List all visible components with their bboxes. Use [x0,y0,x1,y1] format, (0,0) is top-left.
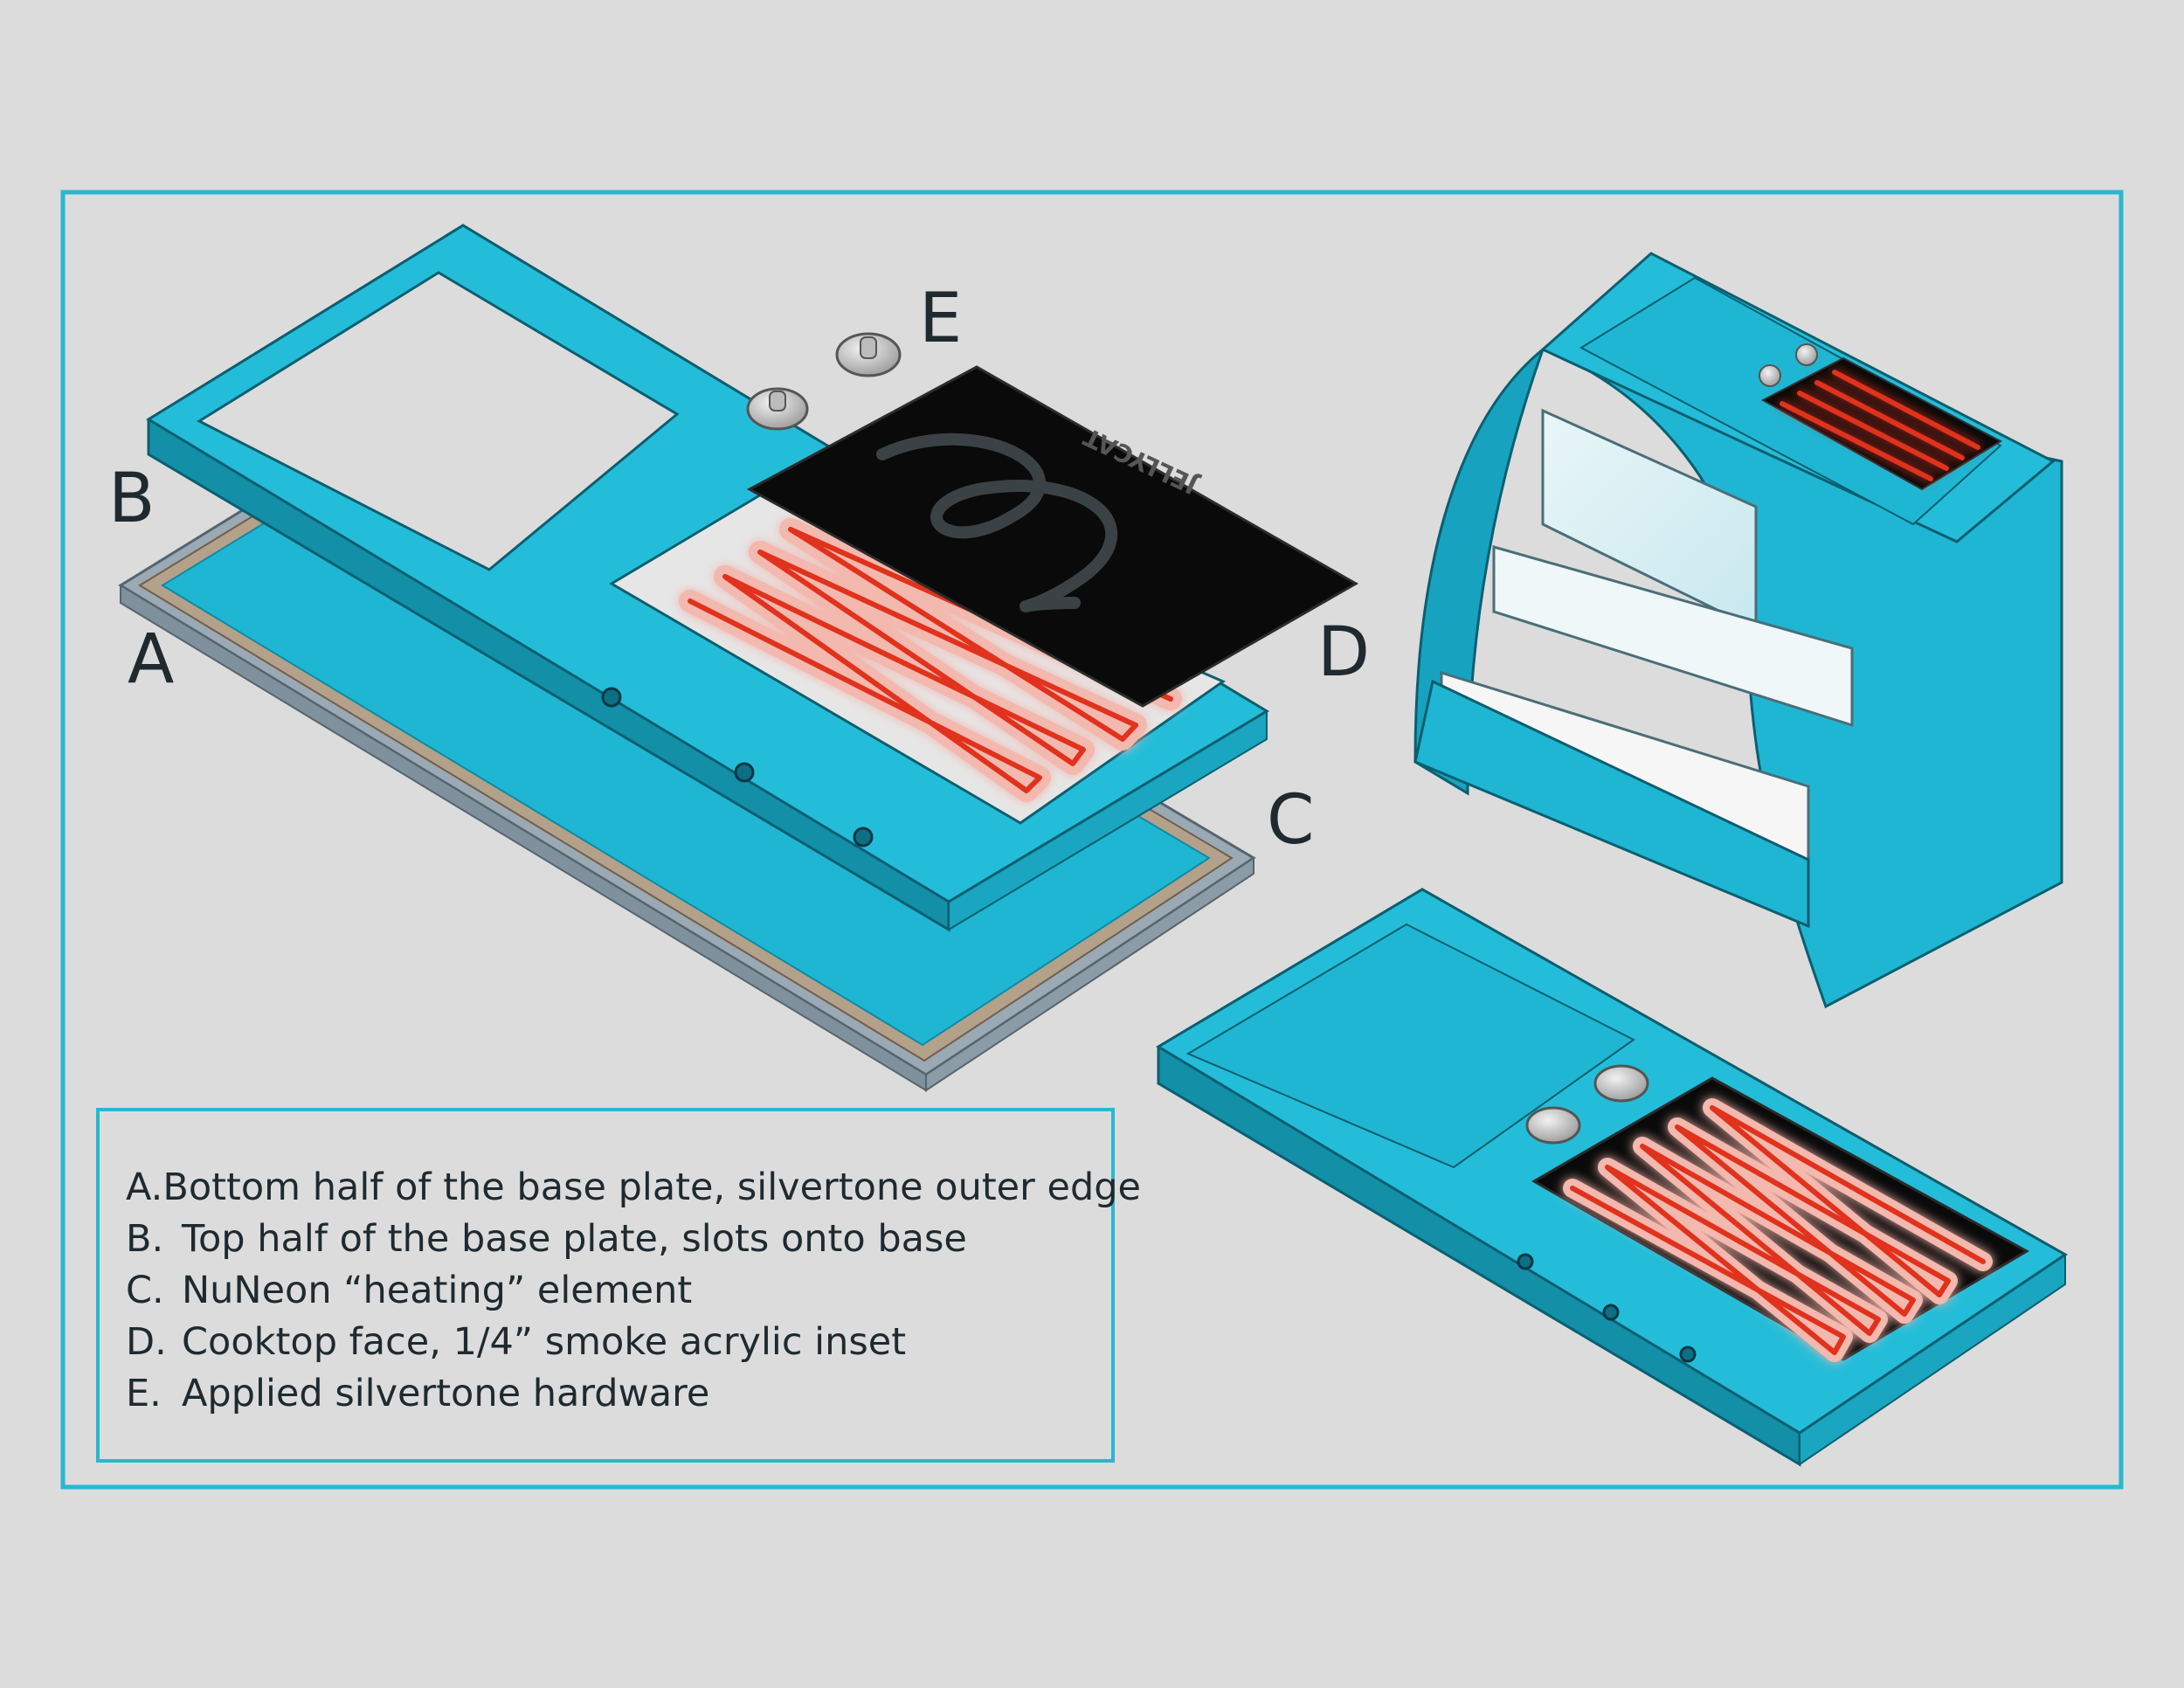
callout-c: C [1267,781,1315,860]
assembled-cooktop [1156,888,2068,1467]
legend-letter: B. [126,1217,164,1261]
legend-text: NuNeon “heating” element [182,1269,693,1312]
legend-item: D. Cooktop face, 1/4” smoke acrylic inse… [126,1317,1111,1368]
display-cabinet [1413,252,2063,1009]
silvertone-knob-icon [1525,1064,1649,1145]
silvertone-knob-icon [1759,364,1781,387]
legend-letter: A. [126,1166,163,1209]
legend-text: Applied silvertone hardware [182,1372,710,1415]
silvertone-knob-icon [1795,343,1818,366]
neon-coil-icon [1563,1098,1993,1362]
screw-icon [1602,1304,1620,1321]
legend-letter: E. [126,1372,162,1415]
silvertone-knob-icon [746,387,809,431]
screw-icon [1679,1346,1697,1363]
screw-icon [734,762,755,783]
legend-item: E. Applied silvertone hardware [126,1368,1111,1420]
legend-box: A. Bottom half of the base plate, silver… [96,1108,1141,1463]
callout-b: B [108,460,156,538]
screw-icon [601,687,622,708]
legend-letter: D. [126,1320,167,1364]
legend-item: A. Bottom half of the base plate, silver… [126,1162,1141,1214]
callout-d: D [1317,613,1371,692]
neon-coil-icon [679,518,1182,802]
neon-coil-icon [1780,370,1980,481]
legend-item: B. Top half of the base plate, slots ont… [126,1214,1111,1265]
legend-item: C. NuNeon “heating” element [126,1265,1111,1317]
legend-text: Cooktop face, 1/4” smoke acrylic inset [182,1320,907,1364]
legend-letter: C. [126,1269,164,1312]
callout-a: A [128,620,175,699]
legend-text: Top half of the base plate, slots onto b… [182,1217,967,1261]
outer-frame [60,190,2124,1490]
screw-icon [853,827,874,847]
legend-text: Bottom half of the base plate, silverton… [162,1166,1141,1209]
callout-e: E [919,280,963,358]
screw-icon [1517,1253,1534,1270]
exploded-view: JELLYCAT [118,224,1359,1092]
silvertone-knob-icon [835,332,902,377]
